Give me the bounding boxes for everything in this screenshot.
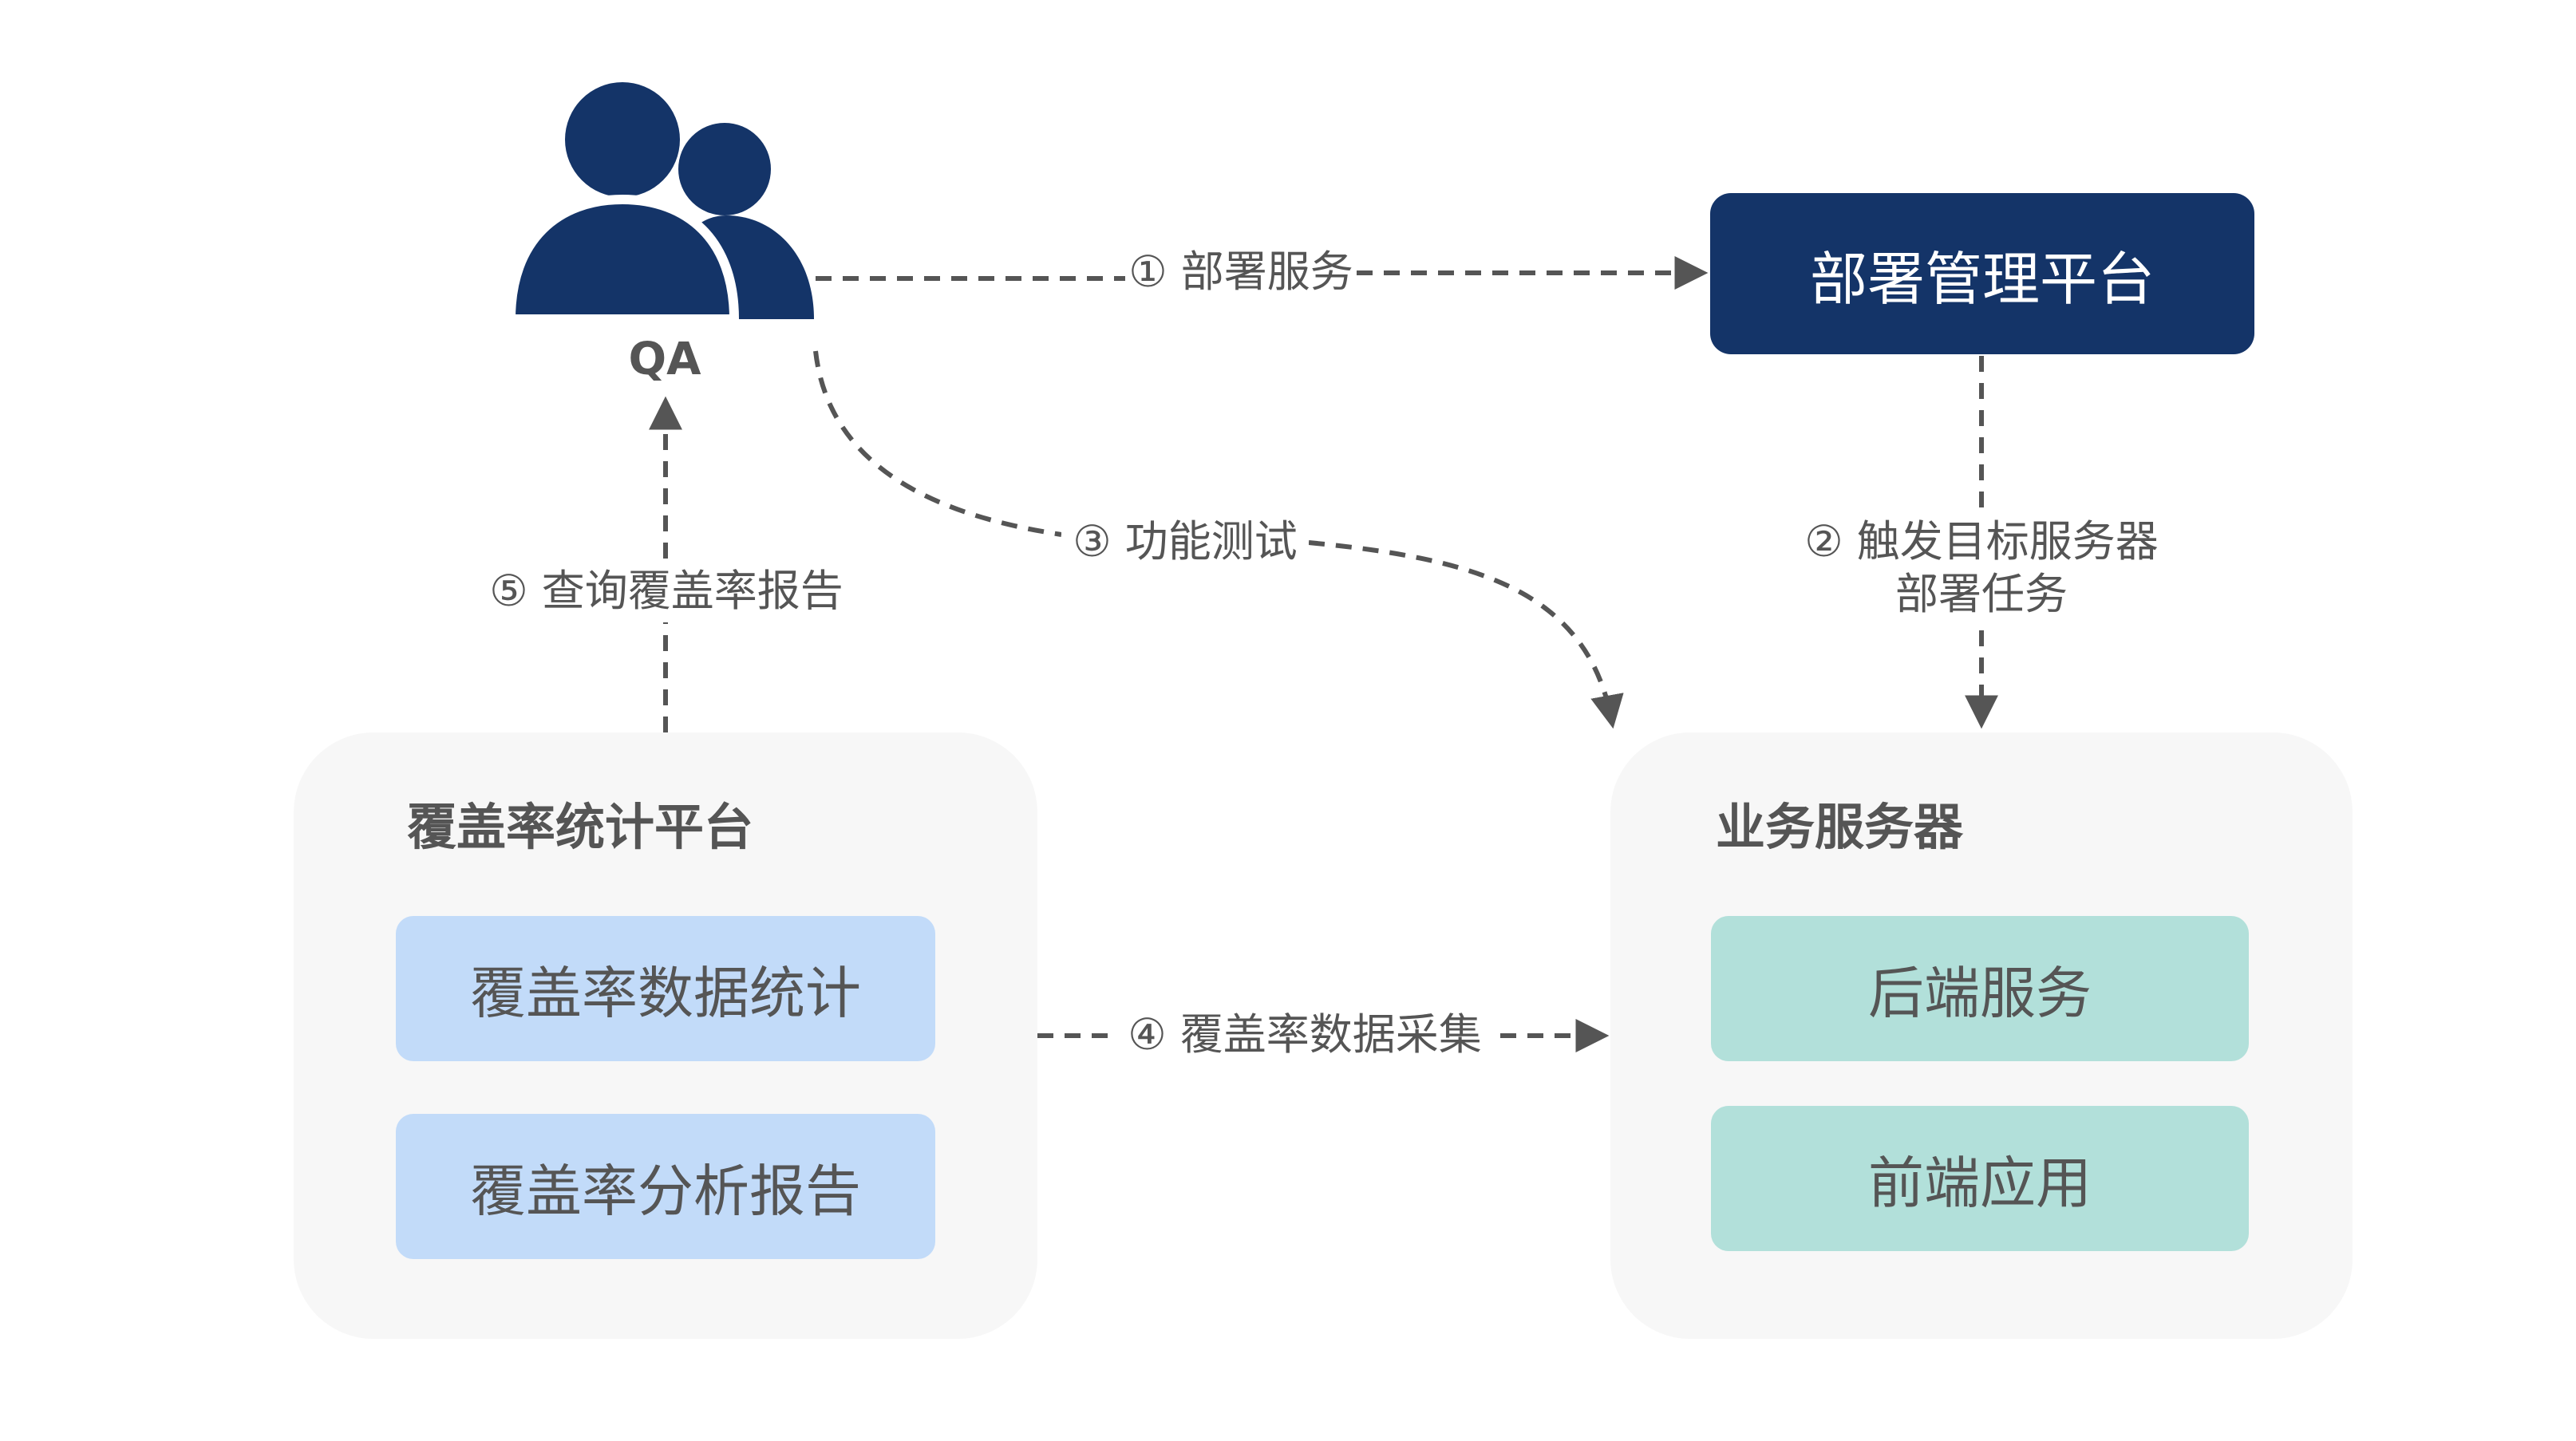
edge-label-trigger-deploy: ② 触发目标服务器 部署任务 [1792,515,2171,621]
deploy-platform-node[interactable]: 部署管理平台 [1710,193,2254,354]
edge-label-coverage-collect: ④ 覆盖率数据采集 [1109,1009,1500,1061]
coverage-data-stats-card[interactable]: 覆盖率数据统计 [396,916,935,1061]
business-server-title: 业务服务器 [1716,798,1964,856]
edge-label-deploy-service: ① 部署服务 [1125,246,1357,298]
edge-label-trigger-deploy-line2: 部署任务 [1895,569,2068,619]
edge-deploy-service [816,273,1701,278]
edge-label-query-report: ⑤ 查询覆盖率报告 [471,565,862,618]
backend-service-card[interactable]: 后端服务 [1711,916,2249,1061]
qa-label: QA [628,334,701,385]
users-icon [505,80,814,327]
frontend-app-card[interactable]: 前端应用 [1711,1106,2249,1251]
coverage-analysis-report-card[interactable]: 覆盖率分析报告 [396,1114,935,1259]
edge-label-trigger-deploy-line1: ② 触发目标服务器 [1804,516,2159,567]
edge-label-functional-test: ③ 功能测试 [1061,515,1309,568]
coverage-platform-title: 覆盖率统计平台 [407,798,754,856]
edge-functional-test [813,350,1612,722]
